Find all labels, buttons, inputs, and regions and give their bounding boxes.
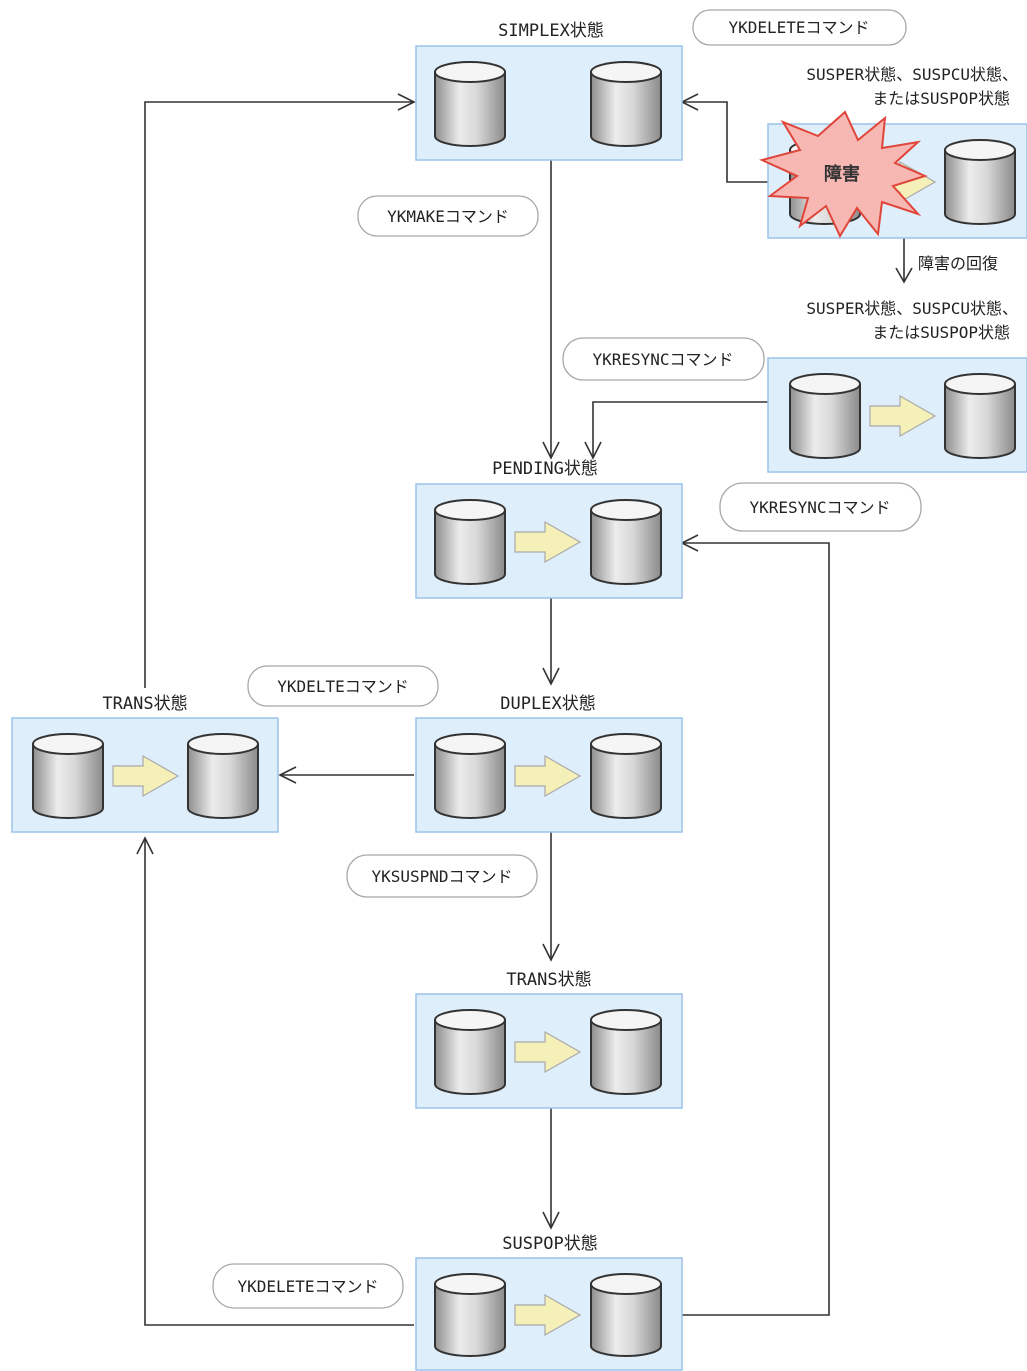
volume-cylinder-secondary	[590, 1273, 662, 1357]
state-trans-mid: TRANS状態	[415, 970, 683, 1109]
state-label-duplex: DUPLEX状態	[500, 694, 595, 714]
command-label: YKDELETEコマンド	[728, 18, 869, 37]
edge-suspop-to-trans-left	[144, 838, 414, 1326]
state-simplex: SIMPLEX状態	[415, 21, 683, 161]
arrowhead	[542, 441, 560, 460]
volume-cylinder-primary	[434, 61, 506, 147]
volume-cylinder-primary	[434, 1273, 506, 1357]
volume-cylinder-secondary	[590, 61, 662, 147]
copy-arrow-icon	[112, 754, 180, 798]
state-pending: PENDING状態	[415, 459, 683, 599]
state-duplex: DUPLEX状態	[415, 694, 683, 833]
volume-cylinder-primary	[434, 499, 506, 585]
arrowhead	[542, 1211, 560, 1230]
arrowhead	[397, 93, 416, 111]
state-label-pending: PENDING状態	[492, 459, 598, 479]
suspend-states-note-top-line1: SUSPER状態、SUSPCU状態、	[806, 65, 1018, 84]
command-ykdelete-top: YKDELETEコマンド	[692, 9, 907, 46]
command-ykdelete-bottom: YKDELETEコマンド	[212, 1263, 404, 1309]
volume-cylinder-secondary	[590, 733, 662, 819]
arrowhead	[136, 836, 154, 855]
fault-burst-icon	[759, 110, 928, 239]
command-label: YKRESYNCコマンド	[749, 498, 890, 517]
command-ykmake: YKMAKEコマンド	[357, 195, 539, 237]
command-label: YKDELETEコマンド	[237, 1277, 378, 1296]
edge-fault-to-simplex	[682, 101, 768, 183]
volume-cylinder-secondary	[590, 499, 662, 585]
command-label: YKRESYNCコマンド	[592, 350, 733, 369]
command-ykresync-upper: YKRESYNCコマンド	[562, 337, 765, 381]
volume-cylinder-secondary	[590, 1009, 662, 1095]
command-yksuspnd: YKSUSPNDコマンド	[346, 854, 538, 898]
state-label-simplex: SIMPLEX状態	[498, 21, 604, 41]
volume-cylinder-primary	[32, 733, 104, 819]
arrowhead	[278, 766, 297, 784]
arrowhead	[584, 441, 602, 460]
copy-arrow-icon	[869, 394, 937, 438]
copy-arrow-icon	[514, 520, 582, 564]
command-ykresync-right: YKRESYNCコマンド	[719, 482, 922, 532]
arrowhead	[542, 667, 560, 686]
suspend-states-note-mid-line1: SUSPER状態、SUSPCU状態、	[806, 299, 1018, 318]
state-label-suspop: SUSPOP状態	[502, 1234, 597, 1254]
volume-cylinder-primary	[434, 733, 506, 819]
command-label: YKMAKEコマンド	[387, 207, 509, 226]
copy-arrow-icon	[514, 1030, 582, 1074]
volume-cylinder-secondary	[944, 373, 1016, 459]
state-suspend-recovered: SUSPER状態、SUSPCU状態、 またはSUSPOP状態	[767, 299, 1027, 473]
arrowhead	[895, 267, 913, 284]
fault-recovery-label: 障害の回復	[918, 254, 998, 273]
volume-cylinder-primary	[434, 1009, 506, 1095]
volume-cylinder-secondary	[187, 733, 259, 819]
suspend-states-note-top-line2: またはSUSPOP状態	[872, 89, 1010, 108]
edge-trans-left-to-simplex	[144, 101, 414, 688]
suspend-states-note-mid-line2: またはSUSPOP状態	[872, 323, 1010, 342]
state-label-trans-left: TRANS状態	[102, 694, 187, 714]
command-label: YKDELTEコマンド	[277, 677, 408, 696]
copy-arrow-icon	[514, 1293, 582, 1337]
volume-cylinder-primary	[789, 373, 861, 459]
fault-label: 障害	[824, 163, 860, 185]
state-suspend-fault: SUSPER状態、SUSPCU状態、 またはSUSPOP状態 障害 障害の回復	[759, 65, 1027, 273]
copy-arrow-icon	[514, 754, 582, 798]
command-label: YKSUSPNDコマンド	[371, 867, 512, 886]
state-suspop: SUSPOP状態	[415, 1234, 683, 1371]
arrowhead	[542, 943, 560, 962]
volume-cylinder-secondary	[944, 139, 1016, 225]
state-label-trans-mid: TRANS状態	[506, 970, 591, 990]
connectors	[136, 93, 913, 1326]
edge-suspop-to-pending	[682, 542, 830, 1316]
edge-suspend-to-pending	[592, 401, 768, 458]
command-ykdelte-mid: YKDELTEコマンド	[247, 665, 439, 707]
state-trans-left: TRANS状態	[11, 694, 279, 833]
